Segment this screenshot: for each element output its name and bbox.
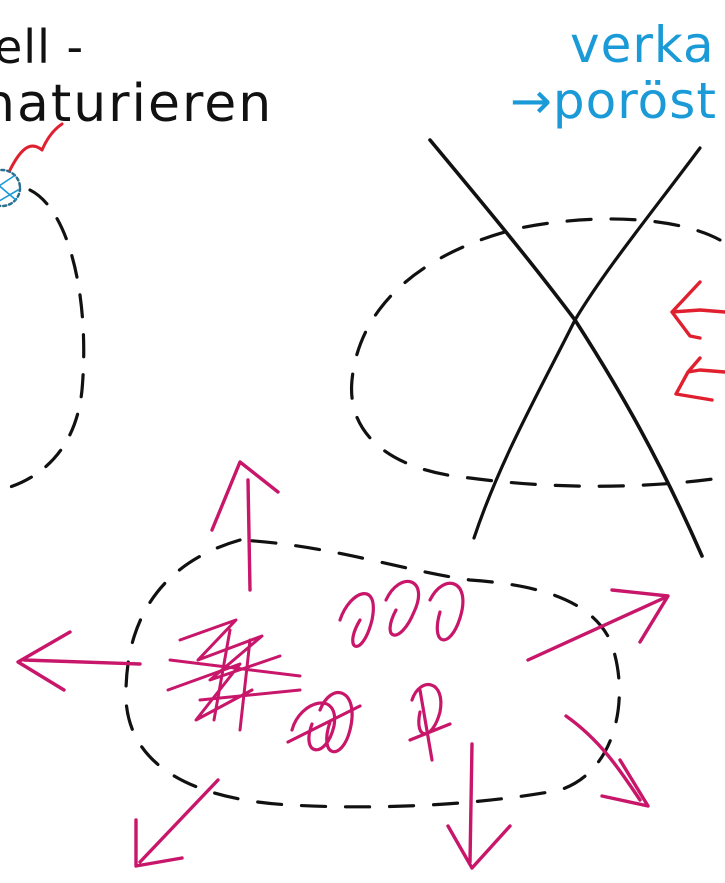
scribble-cluster-left (166, 618, 302, 732)
magenta-arrow-up (210, 460, 280, 592)
cross-out-stroke-2 (472, 146, 702, 540)
magenta-arrow-down (446, 742, 512, 870)
red-arrow-upper (670, 280, 725, 340)
magenta-arrow-left (16, 630, 142, 692)
magenta-arrow-down-right (564, 714, 650, 808)
cross-out-stroke-1 (428, 138, 704, 558)
note-black-line-1: ell - (0, 20, 85, 74)
note-black-line-2: naturieren (0, 74, 274, 134)
red-arrow-lower (674, 356, 725, 402)
red-squiggle-top (8, 122, 64, 172)
scribble-cluster-bottom-right (408, 683, 452, 762)
small-ball-icon (0, 168, 22, 208)
scribble-cluster-mid (338, 579, 465, 648)
dashed-circle-bottom (124, 538, 621, 809)
dashed-circle-right (350, 217, 722, 488)
dashed-circle-left (0, 188, 86, 492)
note-blue-line-1: verka (570, 16, 715, 74)
magenta-arrow-down-left (134, 778, 220, 868)
small-ball-hatch (0, 175, 19, 202)
note-blue-line-2: →poröst (510, 72, 717, 130)
scribble-cluster-bottom-left (286, 691, 362, 754)
magenta-arrow-right (526, 588, 670, 662)
